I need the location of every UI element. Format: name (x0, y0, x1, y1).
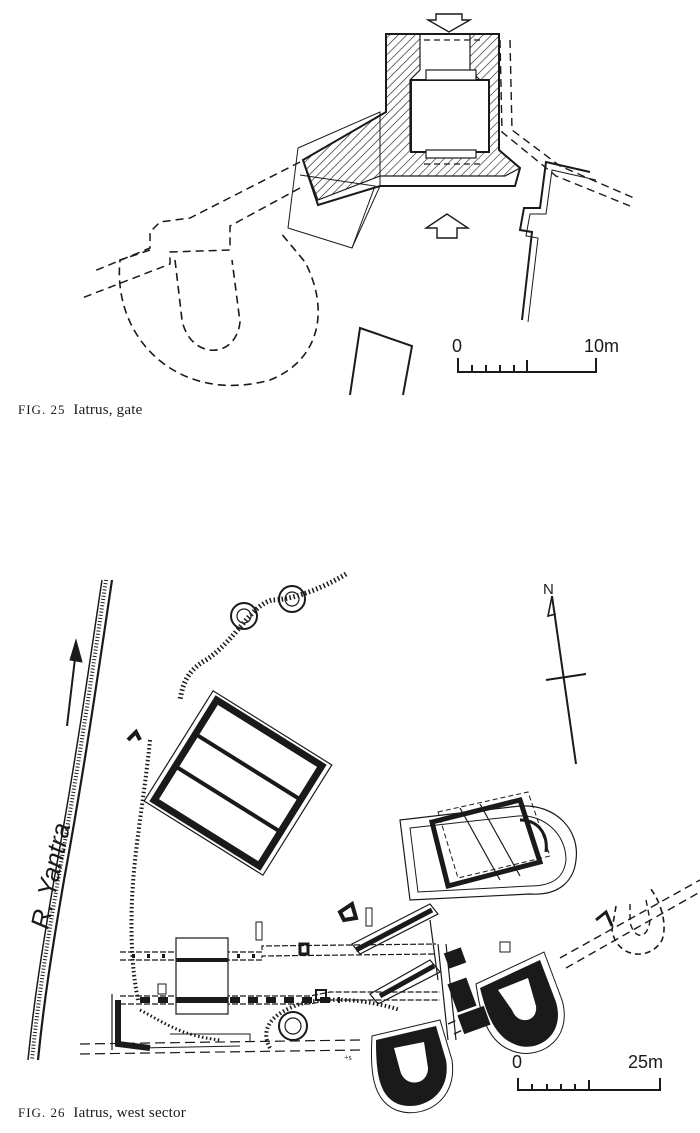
fig26-caption-number: FIG. 26 (18, 1105, 66, 1120)
u-tower-south (370, 1019, 454, 1114)
river-label: R. Yantra (25, 820, 77, 931)
fig26-caption: FIG. 26 Iatrus, west sector (18, 1105, 186, 1122)
round-tower-3 (278, 1011, 308, 1041)
fig25-caption-text: Iatrus, gate (73, 402, 143, 418)
gate-outer-rectangle (287, 111, 381, 249)
north-label: N (543, 581, 554, 598)
fig26-caption-text: Iatrus, west sector (73, 1105, 186, 1121)
river-flow-arrow (66, 638, 83, 727)
gate-inner-chamber (410, 79, 490, 153)
river-banks (27, 579, 114, 1061)
gate-scale-end: 10m (584, 336, 619, 356)
top-entry-arrow (425, 13, 473, 33)
gate-scale-bar (457, 358, 597, 373)
u-tower-outer (118, 231, 319, 387)
west-sector-scale-bar (517, 1078, 661, 1091)
west-sector-plan: +s (79, 571, 700, 1114)
gate-scale-zero: 0 (452, 336, 462, 356)
u-tower-east (475, 951, 565, 1054)
gate-plan (81, 13, 635, 396)
west-sector-scale-zero: 0 (512, 1052, 522, 1072)
fig25-caption: FIG. 25 Iatrus, gate (18, 402, 142, 419)
u-tower-northeast (611, 887, 665, 955)
svg-text:+s: +s (344, 1053, 352, 1062)
apsidal-building (399, 791, 578, 901)
west-sector-scale-end: 25m (628, 1052, 663, 1072)
round-tower-1 (230, 602, 258, 630)
round-tower-2 (278, 585, 306, 613)
bottom-entry-arrow (423, 213, 471, 239)
fig25-caption-number: FIG. 25 (18, 402, 66, 417)
u-tower-inner (174, 259, 241, 352)
north-arrow (545, 595, 587, 765)
horreum-building (143, 689, 333, 877)
